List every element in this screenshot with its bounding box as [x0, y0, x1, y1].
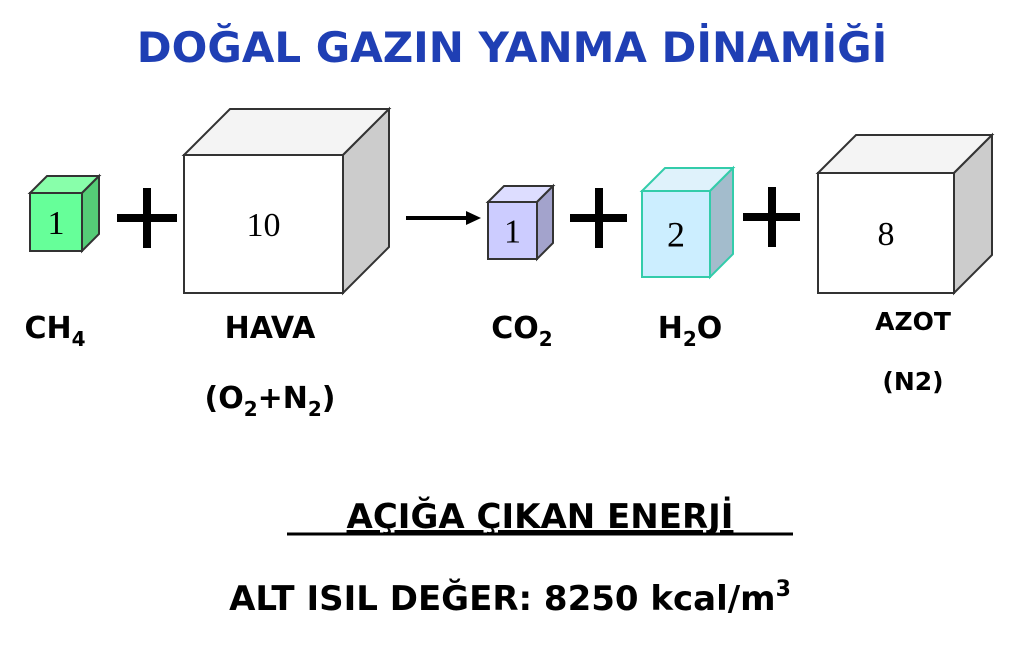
cube-value: 1: [504, 213, 521, 250]
co2-cube: 1: [485, 183, 556, 262]
cube-front-face: [487, 201, 538, 260]
energy-heading: AÇIĞA ÇIKAN ENERJİ: [347, 496, 734, 537]
plus-icon: [117, 188, 177, 248]
air-formula: (O2+N2): [204, 381, 335, 421]
h2o-label: H2O: [658, 311, 723, 351]
co2-label: CO2: [491, 311, 552, 351]
heating-value: ALT ISIL DEĞER: 8250 kcal/m3: [229, 577, 791, 619]
title: DOĞAL GAZIN YANMA DİNAMİĞİ: [137, 22, 887, 72]
nitrogen-cube: 8: [815, 132, 995, 296]
plus-icon: [570, 188, 627, 248]
plus-icon: [743, 187, 800, 247]
cube-value: 8: [878, 216, 895, 253]
ch4-cube: 1: [27, 173, 102, 254]
air-cube: 10: [181, 106, 392, 296]
air-label: HAVA: [225, 311, 316, 346]
h2o-cube: 2: [639, 165, 736, 280]
cube-value: 2: [667, 215, 685, 255]
ch4-label: CH4: [24, 311, 85, 351]
cube-value: 1: [48, 205, 65, 242]
nitrogen-formula: (N2): [882, 367, 943, 396]
cube-front-face: [183, 154, 344, 294]
cube-front-face: [817, 172, 955, 294]
arrow-right-icon: [406, 211, 481, 225]
cube-front-face: [641, 190, 711, 278]
nitrogen-label: AZOT: [875, 307, 951, 336]
cube-front-face: [29, 192, 83, 252]
cube-value: 10: [247, 207, 281, 244]
